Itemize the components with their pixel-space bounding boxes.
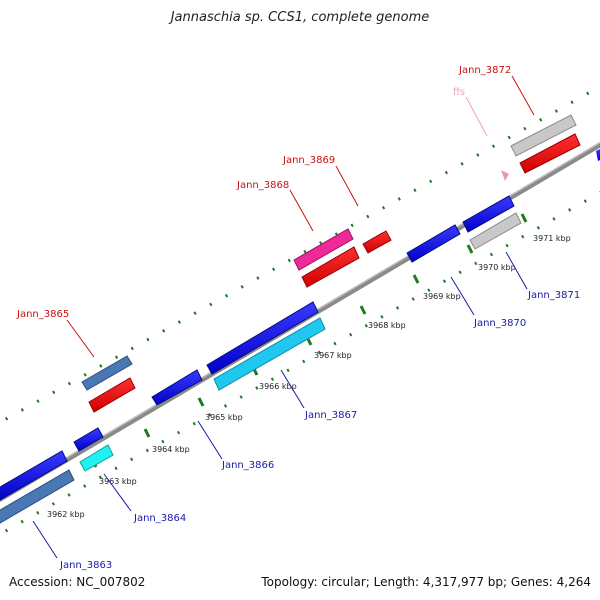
gene-feature-blue[interactable] [0, 450, 68, 501]
inner-dotted-ring [0, 190, 600, 537]
gene-feature-blue[interactable] [406, 224, 461, 263]
gene-feature-pink[interactable] [293, 228, 354, 271]
gene-feature-blue[interactable] [462, 195, 515, 233]
reverse-strand-features [0, 195, 522, 524]
gene-feature-steelblue[interactable] [0, 469, 75, 524]
kbp-label: 3970 kbp [478, 263, 516, 272]
kbp-label: 3967 kbp [314, 351, 352, 360]
gene-label-jann-3872[interactable]: Jann_3872 [458, 65, 511, 76]
kbp-tick-labels: 3962 kbp 3963 kbp 3964 kbp 3965 kbp 3966… [47, 234, 571, 519]
gene-label-jann-3866[interactable]: Jann_3866 [221, 460, 274, 471]
forward-strand-features [81, 114, 600, 413]
gene-feature-steelblue[interactable] [81, 355, 133, 391]
kbp-label: 3969 kbp [423, 292, 461, 301]
kbp-label: 3965 kbp [205, 413, 243, 422]
gene-feature-blue[interactable] [151, 369, 203, 406]
gene-feature-cyan[interactable] [213, 317, 326, 391]
kbp-label: 3966 kbp [259, 382, 297, 391]
gene-feature-red[interactable] [519, 133, 581, 174]
kbp-label: 3963 kbp [99, 477, 137, 486]
gene-label-jann-3871[interactable]: Jann_3871 [527, 290, 580, 301]
gene-label-jann-3864[interactable]: Jann_3864 [133, 513, 186, 524]
gene-label-jann-3867[interactable]: Jann_3867 [304, 410, 357, 421]
gene-feature-red[interactable] [301, 246, 360, 288]
gene-feature-blue[interactable] [73, 427, 104, 452]
gene-label-jann-3865[interactable]: Jann_3865 [16, 309, 69, 320]
kbp-label: 3971 kbp [533, 234, 571, 243]
genome-title: Jannaschia sp. CCS1, complete genome [170, 10, 430, 25]
gene-feature-grey[interactable] [510, 114, 577, 157]
gene-label-jann-3868[interactable]: Jann_3868 [236, 180, 289, 191]
gene-label-jann-3863[interactable]: Jann_3863 [59, 560, 112, 571]
gene-label-jann-3869[interactable]: Jann_3869 [282, 155, 335, 166]
gene-feature-blue[interactable] [206, 301, 319, 375]
kbp-label: 3962 kbp [47, 510, 85, 519]
gene-feature-blue-edge[interactable] [596, 149, 600, 161]
kbp-label: 3968 kbp [368, 321, 406, 330]
topology-summary: Topology: circular; Length: 4,317,977 bp… [261, 575, 591, 589]
gene-label-ffs[interactable]: ffs [453, 87, 465, 98]
kbp-label: 3964 kbp [152, 445, 190, 454]
leader-lines [32, 75, 535, 559]
gene-feature-red[interactable] [88, 377, 136, 413]
outer-dotted-ring [0, 84, 600, 425]
gene-label-jann-3870[interactable]: Jann_3870 [473, 318, 526, 329]
gene-labels: Jann_3865 Jann_3868 Jann_3869 Jann_3872 … [16, 65, 580, 571]
accession-text: Accession: NC_007802 [9, 575, 146, 589]
gene-feature-grey[interactable] [469, 212, 522, 250]
gene-feature-red[interactable] [362, 230, 392, 254]
gene-feature-cyan[interactable] [79, 444, 114, 472]
rna-feature-ffs[interactable] [501, 170, 509, 181]
